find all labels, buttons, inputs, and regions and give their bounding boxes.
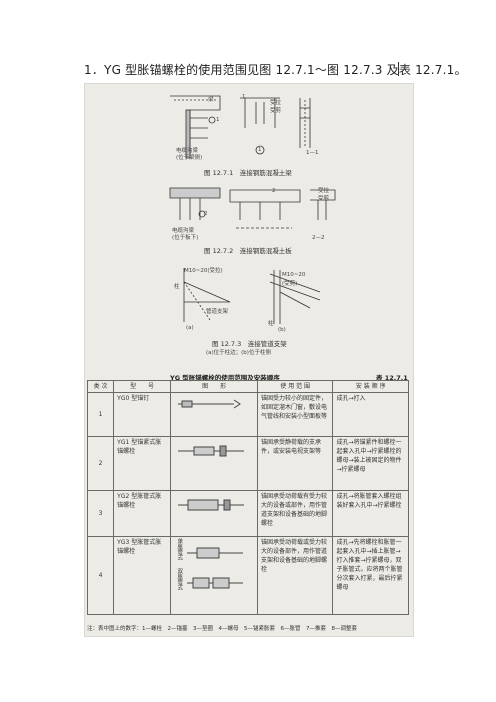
fig1-label-tension: 受拉 [270, 100, 282, 106]
row-no: 4 [86, 536, 115, 615]
header-sequence: 安 装 顺 序 [332, 380, 409, 393]
row-use: 锚固承受动荷载有受力较大的设备或部件，用作管道支架和设备基础的地脚螺栓 [256, 490, 334, 537]
wedge-bolt-drawing [178, 445, 245, 457]
fig2-label-cable-pos: (位于板下) [172, 235, 199, 241]
fig2-label-cable: 电缆沟梁 [172, 228, 195, 234]
sleeve-bolt-drawing [178, 499, 245, 511]
fig1-label-section: 1—1 [306, 150, 319, 156]
header-model: 型 号 [113, 380, 172, 393]
row-no: 3 [86, 490, 115, 537]
single-sleeve-label: 单胀管式 [176, 538, 183, 560]
anchor-nail-drawing [178, 399, 242, 409]
table-row: 3 YG2 型胀管式胀锚螺栓 锚固承受动荷载有受力较大的设备或部件，用作管道支架… [86, 490, 409, 537]
row-figure [170, 490, 258, 537]
row-model: YG2 型胀管式胀锚螺栓 [113, 490, 172, 537]
fig3-subcaption: (a)位于柱边；(b)位于柱侧 [206, 350, 271, 356]
row-sequence: 成孔→将胀管套入螺栓组装好套入孔中→拧紧螺栓 [332, 490, 409, 537]
fig3-label-column-b: 柱 [268, 321, 274, 327]
text-cursor [398, 62, 399, 76]
fig1-label-1b: 1 [242, 94, 246, 100]
table-note: 注：表中图上的数字：1—螺栓 2—锚塞 3—垫圈 4—螺母 5—锚紧胀套 6—胀… [87, 626, 357, 632]
fig2-label-tension: 受拉 [318, 188, 330, 194]
fig2-caption: 图 12.7.2 连接钢筋混凝土板 [204, 247, 292, 255]
fig3-label-m10a: M10~20(受拉) [184, 268, 223, 274]
table-row: 2 YG1 型锚紧式胀锚螺栓 锚固承受静荷载的支承件，或安装电视支架等 成孔→将… [86, 436, 409, 491]
fig3-caption: 图 12.7.3 连接管道支架 [212, 340, 287, 348]
fig1-label-1c: 1 [258, 147, 262, 153]
fig2-label-section: 2—2 [312, 235, 325, 241]
fig1-label-1a: 1 [216, 117, 220, 123]
fig3-label-pipe-support: 管道支架 [206, 309, 229, 315]
table-row: 4 YG3 型胀管式胀锚螺栓 单胀管式 双胀管式 锚固承受动荷载或受力较大的设备… [86, 536, 409, 615]
header-use: 使 用 范 围 [256, 380, 334, 393]
section-heading: 1．YG 型胀锚螺栓的使用范围见图 12.7.1～图 12.7.3 及表 12.… [84, 63, 467, 77]
fig3-label-shear: (受剪) [282, 281, 298, 287]
fig2-label-2a: 2 [204, 211, 208, 217]
row-model: YG0 型锚钉 [113, 392, 172, 437]
row-model: YG3 型胀管式胀锚螺栓 [113, 536, 172, 615]
fig1-label-beam: 梁 [208, 97, 214, 103]
row-figure [170, 392, 258, 437]
header-no: 类 次 [86, 380, 115, 393]
row-use: 锚固受力较小的固定件，如固定溜木门窗，敷设电气管线和安装小型面板等 [256, 392, 334, 437]
table-row: 1 YG0 型锚钉 锚固受力较小的固定件，如固定溜木门窗，敷设电气管线和安装小型… [86, 392, 409, 437]
fig2-label-2b: 2 [272, 188, 276, 194]
fig2-label-shear: 受剪 [318, 196, 330, 202]
fig1-caption: 图 12.7.1 连接钢筋混凝土梁 [204, 169, 292, 177]
single-sleeve-drawing [187, 547, 244, 559]
table-title: YG 型胀锚螺栓的使用范围及安装顺序 [170, 374, 280, 382]
figure-12-7-1 [170, 95, 311, 159]
row-no: 2 [86, 436, 115, 491]
row-figure [170, 436, 258, 491]
row-use: 锚固承受动荷载或受力较大的设备部件，用作管道支架和设备基础的地脚螺栓 [256, 536, 334, 615]
fig1-label-cable: 电缆沟梁 [176, 148, 199, 154]
row-sequence: 成孔→将锚紧件和螺栓一起套入孔中→拧紧螺栓的螺母→装上被固定的物件→拧紧螺母 [332, 436, 409, 491]
double-sleeve-drawing [187, 577, 244, 589]
fig3-label-column-a: 柱 [174, 284, 180, 290]
row-model: YG1 型锚紧式胀锚螺栓 [113, 436, 172, 491]
double-sleeve-label: 双胀管式 [176, 568, 183, 590]
fig1-label-shear: 受剪 [270, 108, 282, 114]
fig3-label-b: (b) [278, 327, 286, 333]
row-sequence: 成孔→打入 [332, 392, 409, 437]
table-header-row: 类 次 型 号 图 形 使 用 范 围 安 装 顺 序 [86, 380, 409, 393]
row-no: 1 [86, 392, 115, 437]
spec-table: 类 次 型 号 图 形 使 用 范 围 安 装 顺 序 1 YG0 型锚钉 锚固… [86, 380, 409, 615]
figure-12-7-3 [183, 268, 321, 324]
table-number: 表 12.7.1 [376, 374, 408, 382]
fig3-label-m10b: M10~20 [282, 272, 306, 278]
figure-12-7-2 [169, 187, 336, 229]
fig1-label-cable-pos: (位于梁侧) [176, 155, 203, 161]
row-use: 锚固承受静荷载的支承件，或安装电视支架等 [256, 436, 334, 491]
header-figure: 图 形 [170, 380, 258, 393]
row-sequence: 成孔→先将螺栓和胀管一起套入孔中→插上胀管→打入推套→拧紧螺母，双子胀管式，应将… [332, 536, 409, 615]
row-figure: 单胀管式 双胀管式 [170, 536, 258, 615]
fig3-label-a: (a) [186, 325, 194, 331]
